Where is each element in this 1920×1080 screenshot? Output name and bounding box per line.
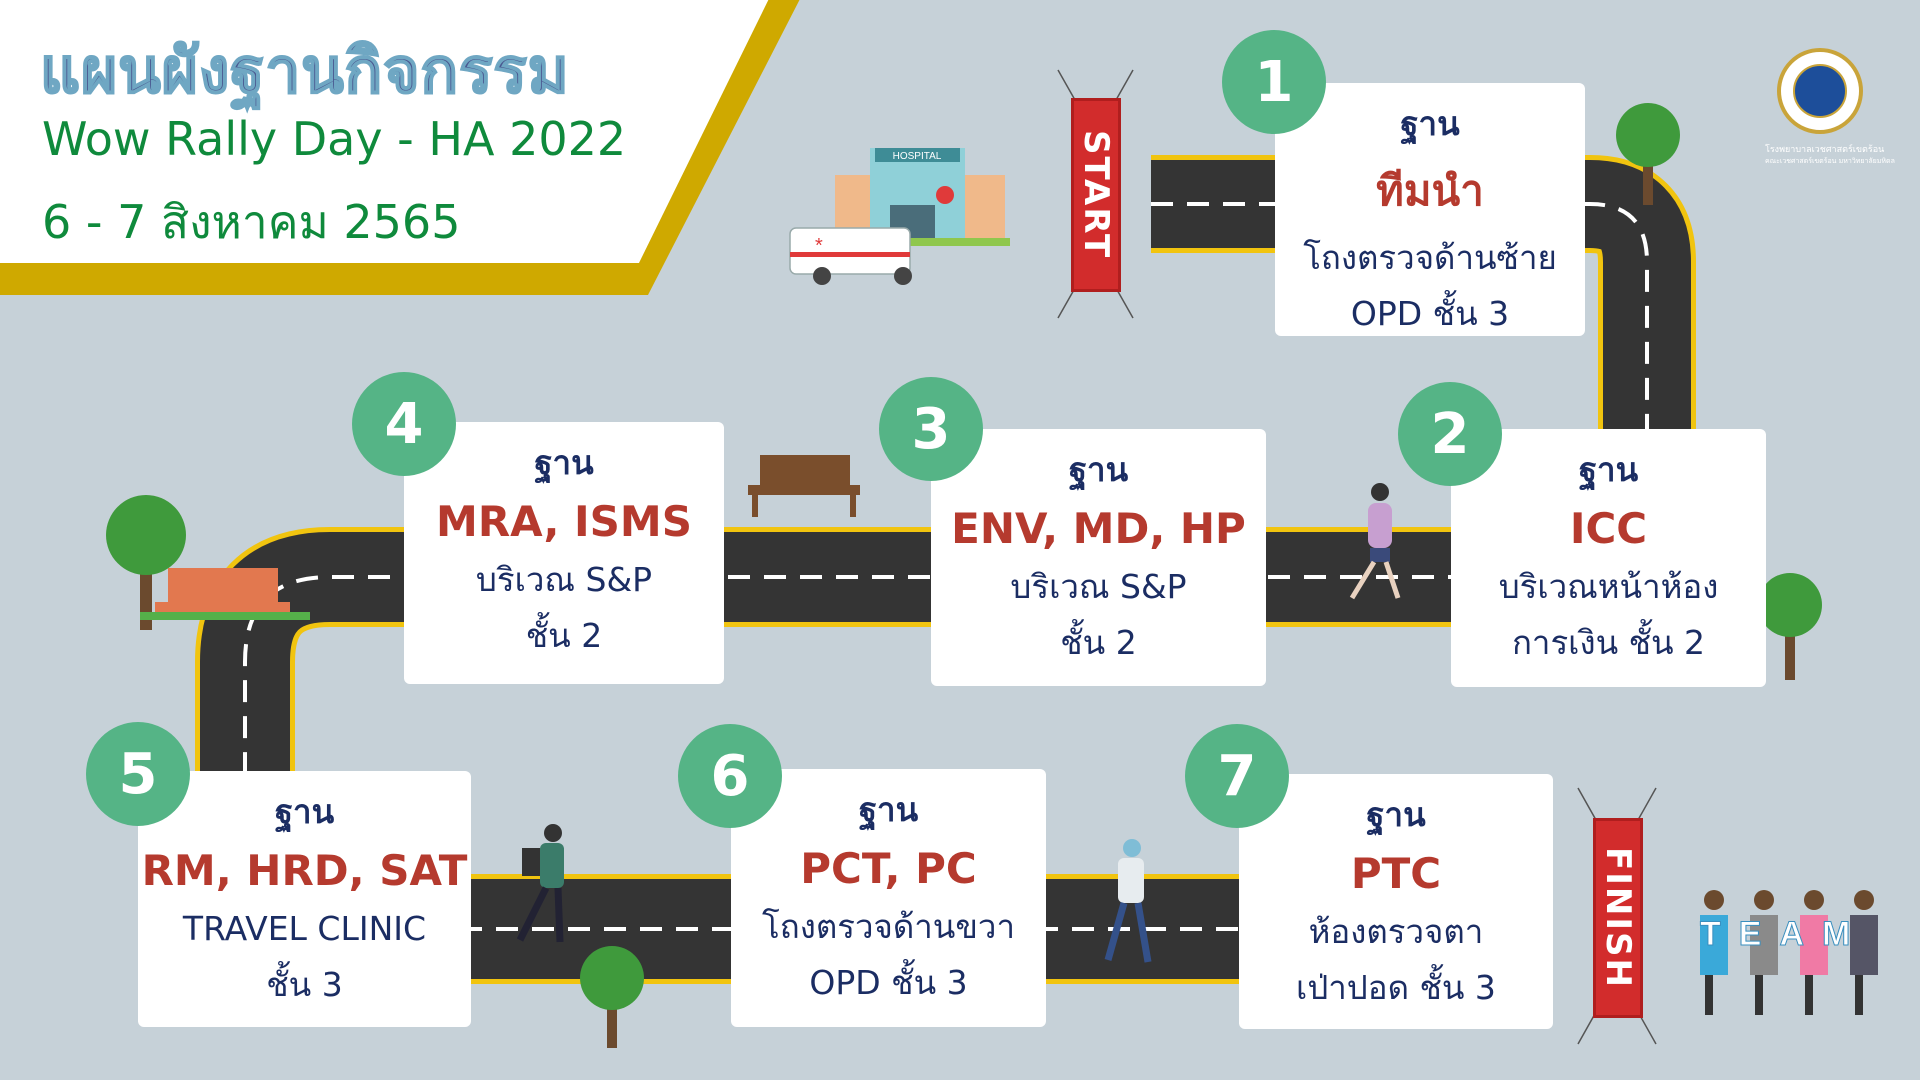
station-name: ทีมนำ [1376, 166, 1484, 215]
station-label: ฐาน [1578, 450, 1639, 489]
station-label: ฐาน [1366, 795, 1426, 834]
station-number-badge: 7 [1185, 724, 1289, 828]
station-location: บริเวณหน้าห้อง [1498, 567, 1719, 606]
bench-icon [748, 455, 860, 517]
ambulance-illustration: * [789, 227, 912, 285]
station-label: ฐาน [274, 792, 335, 831]
event-subtitle: Wow Rally Day - HA 2022 [42, 112, 627, 166]
station-label: ฐาน [534, 443, 594, 482]
banner-poles [1057, 69, 1657, 1045]
walking-person-icon [1349, 483, 1401, 600]
station-location: TRAVEL CLINIC [182, 909, 427, 948]
station-card-2: ฐาน ICC บริเวณหน้าห้องการเงิน ชั้น 2 [1451, 429, 1766, 687]
logo-name: โรงพยาบาลเวชศาสตร์เขตร้อน [1765, 145, 1885, 155]
station-number-badge: 5 [86, 722, 190, 826]
station-card-4: ฐาน MRA, ISMS บริเวณ S&P ชั้น 2 [404, 422, 724, 684]
station-name: PCT, PC [800, 844, 977, 893]
station-label: ฐาน [1400, 104, 1460, 143]
event-date: 6 - 7 สิงหาคม 2565 [42, 195, 461, 249]
logo-subname: คณะเวชศาสตร์เขตร้อน มหาวิทยาลัยมหิดล [1765, 157, 1895, 165]
station-label: ฐาน [1068, 450, 1129, 489]
station-floor: OPD ชั้น 3 [1350, 294, 1510, 333]
team-illustration: TEAM [1700, 890, 1878, 1015]
walking-person-icon [516, 824, 564, 943]
station-card-5: ฐาน RM, HRD, SAT TRAVEL CLINIC ชั้น 3 [138, 771, 471, 1027]
walking-person-icon [1104, 839, 1152, 963]
station-location: โถงตรวจด้านขวา [762, 907, 1015, 946]
station-name: ENV, MD, HP [951, 504, 1246, 553]
station-name: MRA, ISMS [436, 497, 692, 546]
finish-banner: FINISH [1593, 818, 1643, 1018]
tree-icon [106, 495, 186, 630]
station-number-badge: 6 [678, 724, 782, 828]
tree-icon [1616, 103, 1680, 205]
station-name: PTC [1350, 849, 1442, 898]
svg-text:TEAM: TEAM [1700, 915, 1868, 953]
tree-icon [580, 946, 644, 1048]
station-floor: ชั้น 3 [266, 965, 343, 1004]
start-banner: START [1071, 98, 1121, 292]
station-floor: OPD ชั้น 3 [809, 963, 968, 1002]
tree-icon [1758, 573, 1822, 680]
station-number-badge: 4 [352, 372, 456, 476]
station-location: บริเวณ S&P [475, 560, 653, 599]
bench-icon [140, 568, 310, 620]
station-location: โถงตรวจด้านซ้าย [1303, 238, 1557, 277]
hospital-logo: โรงพยาบาลเวชศาสตร์เขตร้อน คณะเวชศาสตร์เข… [1765, 48, 1895, 167]
station-number-badge: 2 [1398, 382, 1502, 486]
station-number-badge: 1 [1222, 30, 1326, 134]
station-name: ICC [1569, 504, 1648, 553]
title-box [0, 0, 788, 263]
station-floor: เป่าปอด ชั้น 3 [1296, 968, 1496, 1007]
station-location: ห้องตรวจตา [1308, 912, 1484, 951]
svg-text:HOSPITAL: HOSPITAL [893, 151, 942, 162]
station-card-3: ฐาน ENV, MD, HP บริเวณ S&P ชั้น 2 [931, 429, 1266, 686]
station-location: บริเวณ S&P [1010, 567, 1187, 606]
road-top [1151, 155, 1696, 440]
station-card-7: ฐาน PTC ห้องตรวจตาเป่าปอด ชั้น 3 [1239, 774, 1553, 1029]
station-floor: ชั้น 2 [525, 616, 603, 655]
station-floor: ชั้น 2 [1060, 623, 1137, 662]
station-card-6: ฐาน PCT, PC โถงตรวจด้านขวา OPD ชั้น 3 [731, 769, 1046, 1027]
station-number-badge: 3 [879, 377, 983, 481]
svg-text:*: * [815, 235, 823, 257]
page-title: แผนผังฐานกิจกรรม [39, 33, 570, 108]
university-seal-icon [1777, 48, 1863, 134]
station-name: RM, HRD, SAT [141, 846, 468, 895]
station-label: ฐาน [858, 790, 919, 829]
station-card-1: ฐาน ทีมนำ โถงตรวจด้านซ้าย OPD ชั้น 3 [1275, 83, 1585, 336]
station-floor: การเงิน ชั้น 2 [1511, 623, 1706, 662]
